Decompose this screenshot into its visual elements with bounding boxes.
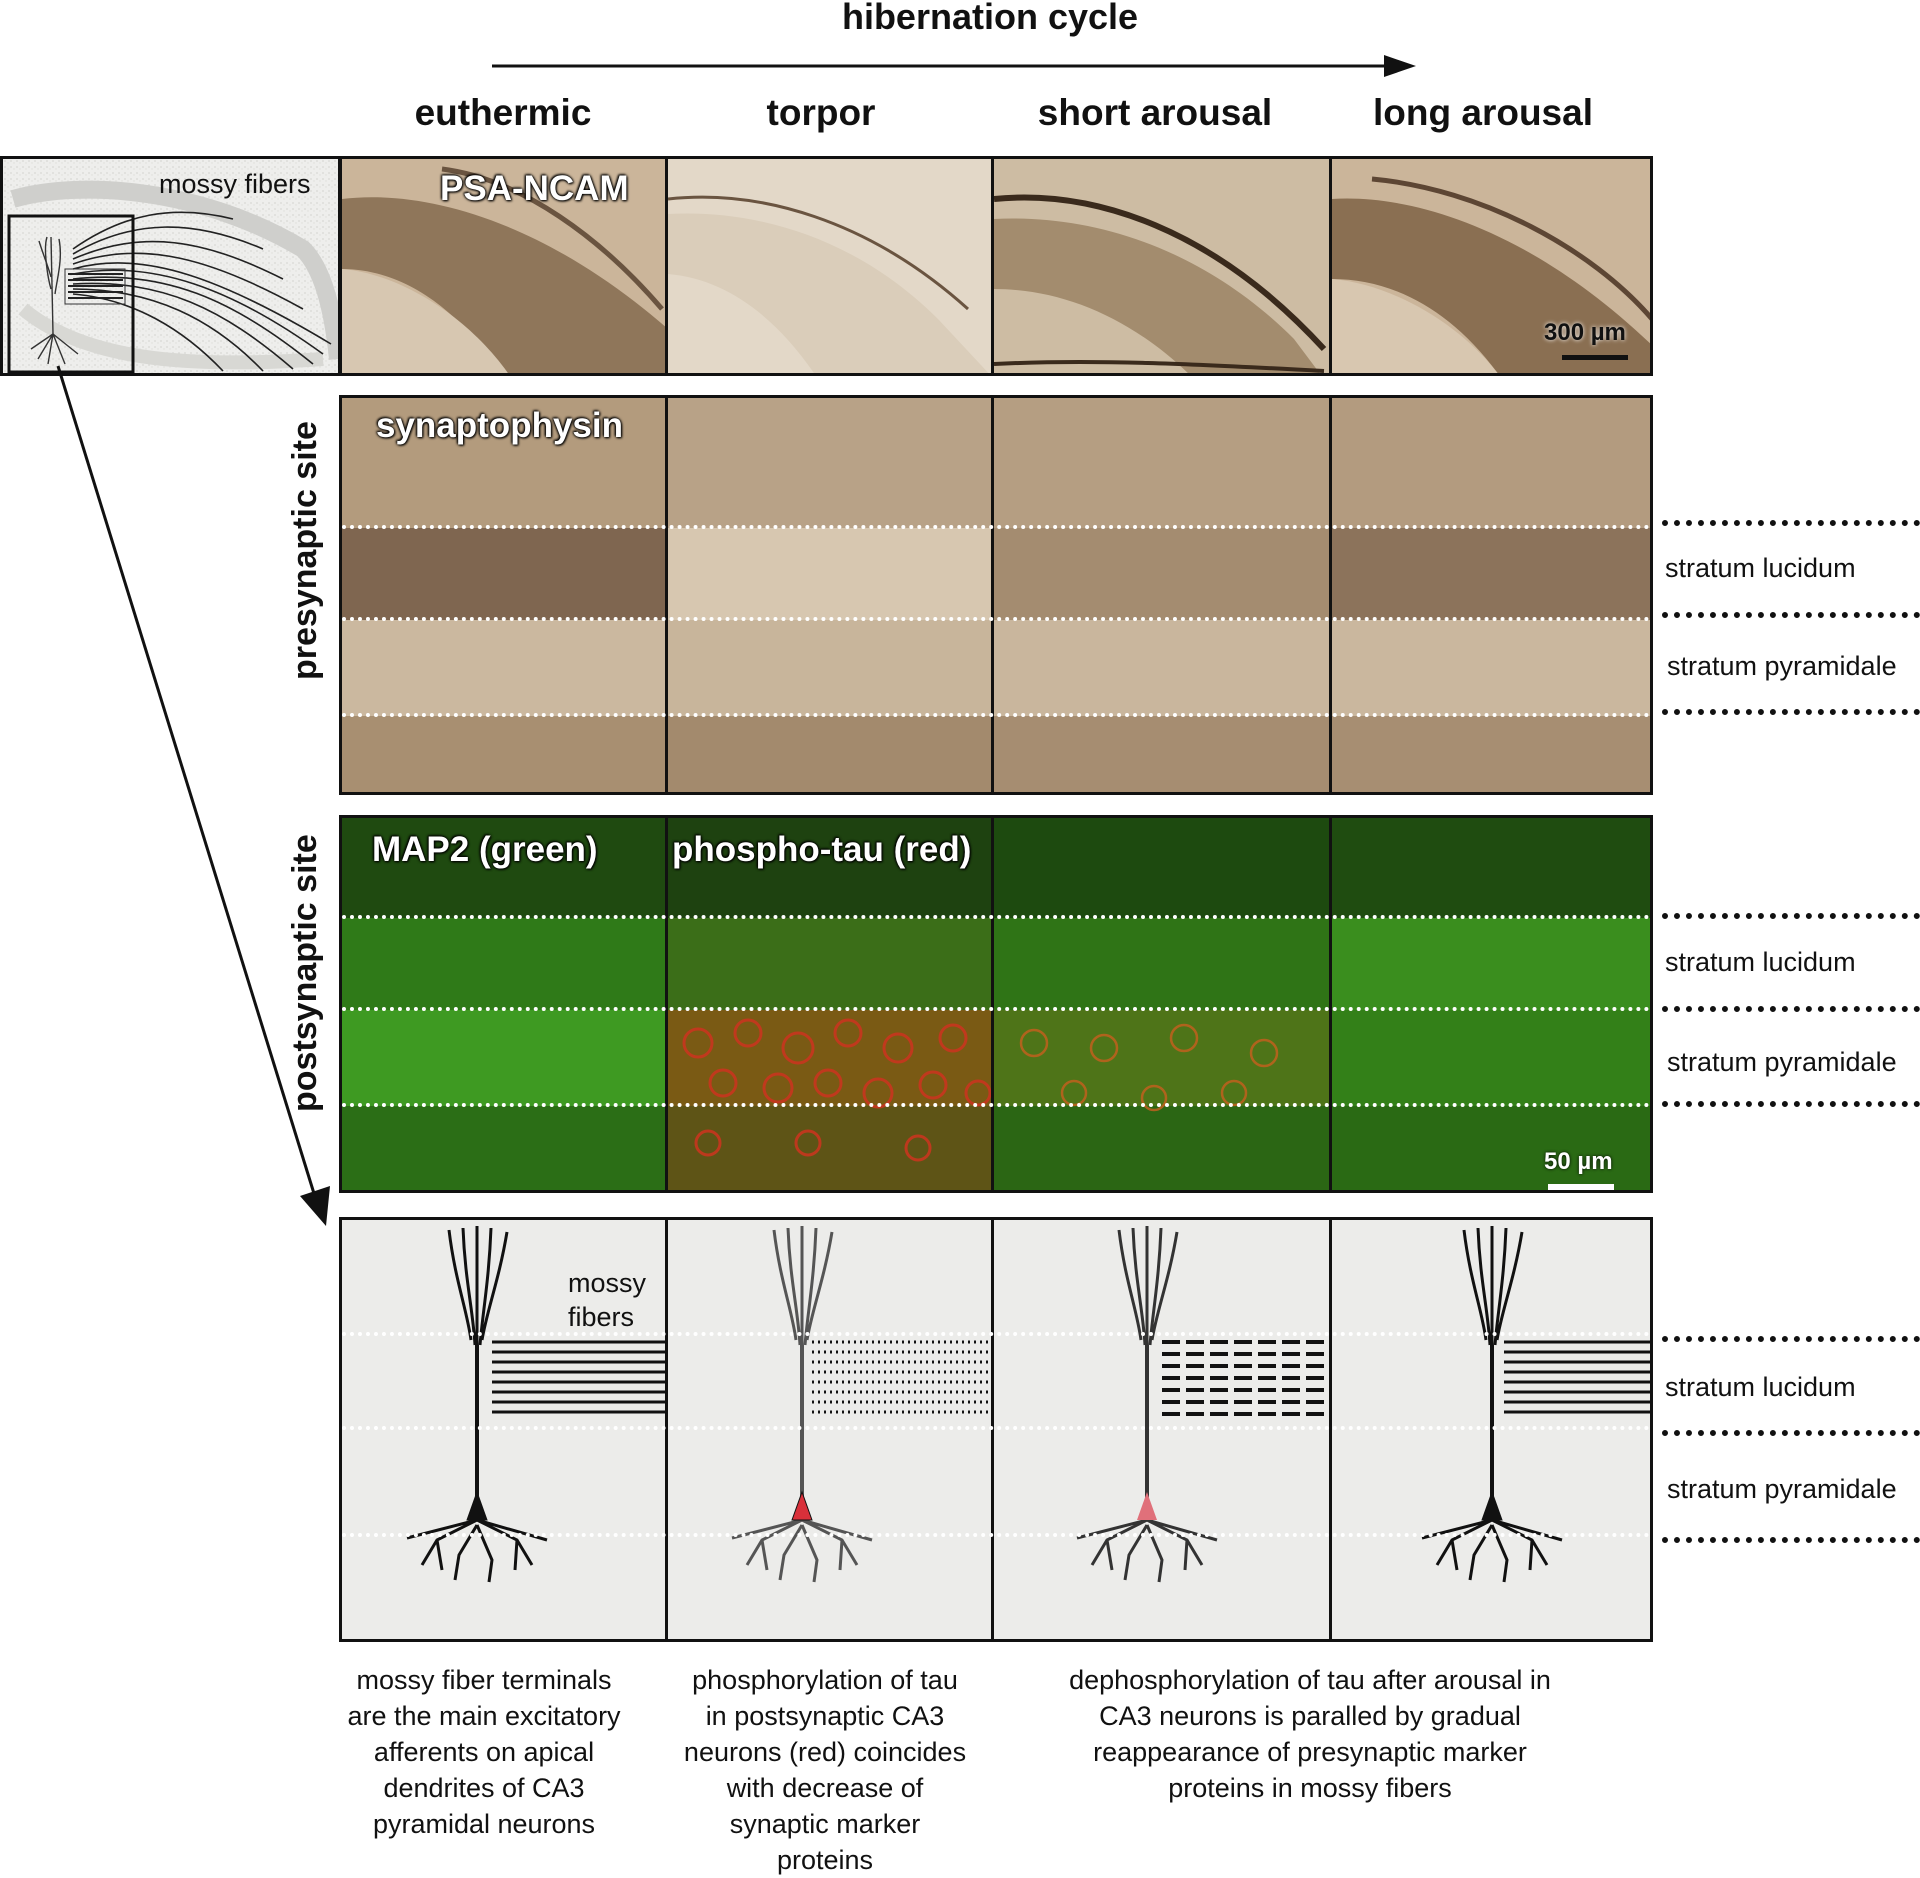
neuron-drawings <box>405 1224 1650 1584</box>
column-label-short-arousal: short arousal <box>1037 92 1273 133</box>
syn-right-line-2 <box>1662 612 1920 618</box>
caption-right: dephosphorylation of tau after arousal i… <box>1069 1665 1551 1803</box>
column-label-euthermic: euthermic <box>414 92 592 133</box>
diagram-mossy-fibers-label: mossy fibers <box>568 1266 646 1334</box>
diagram-right-line-2 <box>1662 1430 1920 1436</box>
overview-label: mossy fibers <box>159 169 311 199</box>
map-scale-label: 50 µm <box>1544 1148 1613 1175</box>
caption-middle: phosphorylation of tau in postsynaptic C… <box>683 1665 967 1875</box>
syn-divider-top <box>342 525 1650 529</box>
psa-scale-label: 300 µm <box>1544 319 1626 346</box>
syn-right-line-1 <box>1662 520 1920 526</box>
column-label-torpor: torpor <box>766 92 876 133</box>
syn-divider-mid <box>342 617 1650 621</box>
syn-stratum-pyramidale-label: stratum pyramidale <box>1667 651 1897 681</box>
diagram-right-line-1 <box>1662 1336 1920 1342</box>
map-right-line-2 <box>1662 1006 1920 1012</box>
syn-short-arousal-image <box>994 398 1332 792</box>
mossy-fiber-sketch <box>3 159 338 373</box>
diagram-divider-mid <box>342 1426 1650 1430</box>
map2-euthermic-image <box>342 818 668 1190</box>
postsynaptic-site-label: postsynaptic site <box>286 834 324 1112</box>
diagram-stratum-lucidum-label: stratum lucidum <box>1665 1372 1856 1402</box>
presynaptic-site-label: presynaptic site <box>286 421 324 680</box>
psa-scale-bar <box>1562 355 1628 360</box>
time-arrow <box>492 55 1416 77</box>
syn-divider-bottom <box>342 713 1650 717</box>
psa-short-arousal-image <box>994 159 1332 373</box>
caption-left: mossy fiber terminals are the main excit… <box>347 1665 621 1839</box>
syn-stratum-lucidum-label: stratum lucidum <box>1665 553 1856 583</box>
diagram-right-line-3 <box>1662 1537 1920 1543</box>
psa-euthermic-image <box>342 159 668 373</box>
synaptophysin-row: synaptophysin <box>339 395 1653 795</box>
map-divider-top <box>342 915 1650 919</box>
psa-ncam-row: 300 µm PSA-NCAM <box>339 156 1653 376</box>
map2-long-arousal-image: 50 µm <box>1332 818 1650 1190</box>
synaptophysin-title: synaptophysin <box>376 406 623 445</box>
map-stratum-pyramidale-label: stratum pyramidale <box>1667 1047 1897 1077</box>
map2-torpor-image <box>668 818 994 1190</box>
diagram-label-line1: mossy <box>568 1268 647 1298</box>
psa-long-arousal-image: 300 µm <box>1332 159 1650 373</box>
map-scale-bar <box>1548 1184 1614 1190</box>
map-right-line-3 <box>1662 1101 1920 1107</box>
syn-right-line-3 <box>1662 709 1920 715</box>
overview-panel: mossy fibers <box>0 156 341 376</box>
map-divider-bottom <box>342 1103 1650 1107</box>
map-divider-mid <box>342 1007 1650 1011</box>
phospho-tau-title: phospho-tau (red) <box>672 830 972 869</box>
map2-title: MAP2 (green) <box>372 830 598 869</box>
syn-torpor-image <box>668 398 994 792</box>
psa-ncam-title: PSA-NCAM <box>440 169 629 208</box>
map-stratum-lucidum-label: stratum lucidum <box>1665 947 1856 977</box>
map-right-line-1 <box>1662 913 1920 919</box>
zoom-box <box>7 214 135 373</box>
map2-short-arousal-image <box>994 818 1332 1190</box>
map2-phospho-tau-row: 50 µm MAP2 (green) phospho-tau (red) <box>339 815 1653 1193</box>
syn-euthermic-image <box>342 398 668 792</box>
zoom-arrow <box>56 365 330 1226</box>
neuron-diagram-row: mossy fibers <box>339 1217 1653 1642</box>
diagram-label-line2: fibers <box>568 1302 635 1332</box>
diagram-divider-bottom <box>342 1533 1650 1537</box>
diagram-divider-top <box>342 1332 1650 1336</box>
psa-torpor-image <box>668 159 994 373</box>
column-label-long-arousal: long arousal <box>1373 92 1593 133</box>
syn-long-arousal-image <box>1332 398 1650 792</box>
figure-title: hibernation cycle <box>841 0 1139 37</box>
diagram-stratum-pyramidale-label: stratum pyramidale <box>1667 1474 1897 1504</box>
